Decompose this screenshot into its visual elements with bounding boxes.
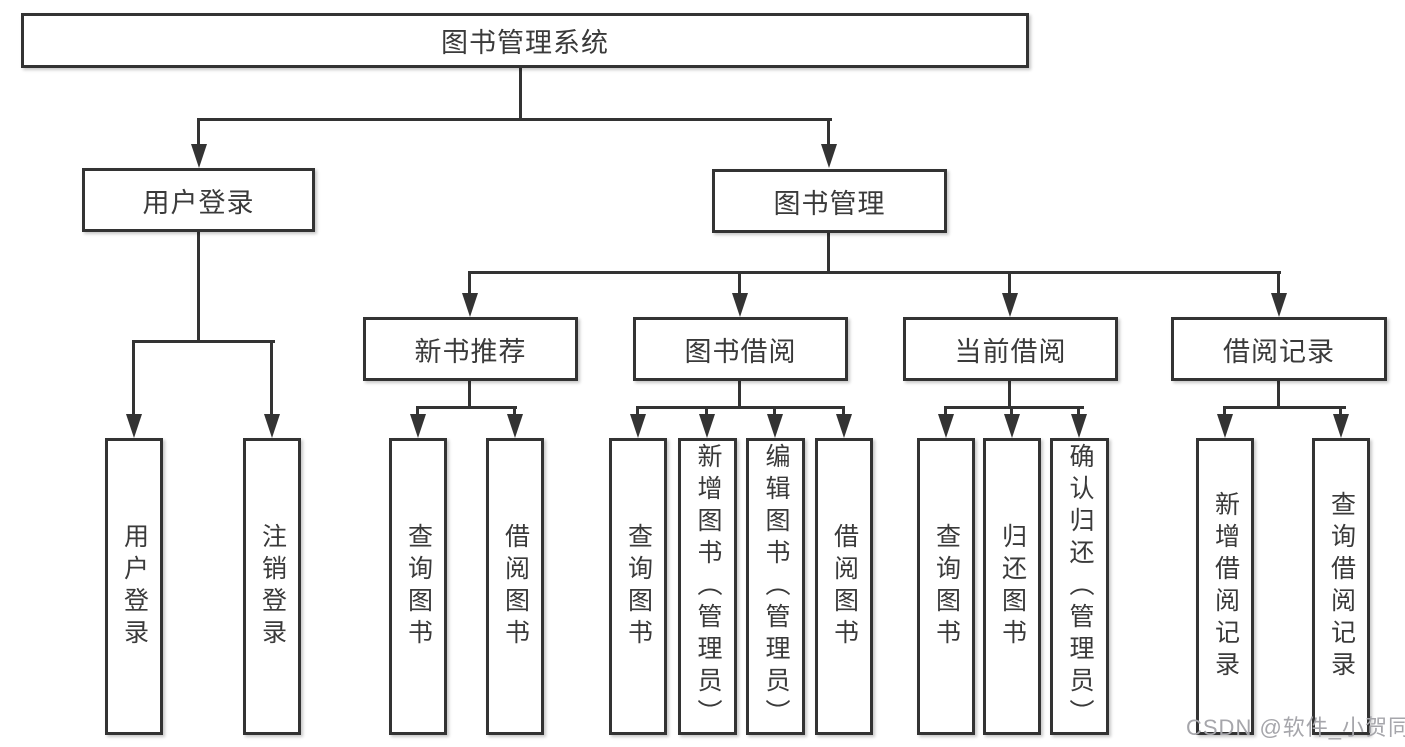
arrowhead — [767, 414, 783, 438]
leaf-label: 新增图书（管理员） — [694, 442, 722, 731]
leaf-add-books-admin: 新增图书（管理员） — [678, 438, 737, 735]
node-library-management-system: 图书管理系统 — [21, 13, 1029, 68]
connector-line — [1223, 406, 1226, 420]
leaf-add-borrow-record: 新增借阅记录 — [1196, 438, 1254, 735]
arrowhead — [1004, 414, 1020, 438]
arrowhead — [1071, 414, 1087, 438]
leaf-confirm-return-admin: 确认归还（管理员） — [1050, 438, 1109, 735]
connector-line — [197, 232, 200, 340]
leaf-label: 新增借阅记录 — [1211, 490, 1240, 683]
node-current-borrow: 当前借阅 — [903, 317, 1118, 381]
arrowhead — [410, 414, 426, 438]
node-label: 当前借阅 — [954, 336, 1067, 367]
connector-line — [636, 406, 639, 420]
leaf-return-books: 归还图书 — [983, 438, 1041, 735]
arrowhead — [126, 414, 142, 438]
arrowhead — [1217, 414, 1233, 438]
node-user-login: 用户登录 — [82, 168, 315, 232]
connector-line — [270, 340, 273, 420]
connector-line — [944, 406, 1084, 409]
connector-line — [197, 118, 832, 121]
connector-line — [468, 271, 1281, 274]
leaf-label: 确认归还（管理员） — [1066, 442, 1094, 731]
csdn-watermark: CSDN @软件_小贺同学 — [1186, 715, 1405, 740]
node-label: 用户登录 — [142, 187, 255, 218]
connector-line — [1008, 381, 1011, 406]
connector-line — [1010, 406, 1013, 420]
arrowhead — [821, 144, 837, 168]
node-label: 图书管理系统 — [441, 28, 609, 58]
arrowhead — [1271, 293, 1287, 317]
arrowhead — [264, 414, 280, 438]
arrowhead — [191, 144, 207, 168]
arrowhead — [507, 414, 523, 438]
connector-line — [132, 340, 135, 420]
arrowhead — [836, 414, 852, 438]
node-label: 图书借阅 — [684, 336, 797, 367]
leaf-label: 借阅图书 — [830, 522, 859, 651]
connector-line — [513, 406, 516, 420]
connector-line — [827, 118, 830, 150]
connector-line — [738, 381, 741, 406]
arrowhead — [699, 414, 715, 438]
connector-line — [1008, 271, 1011, 299]
connector-line — [468, 271, 471, 299]
connector-line — [773, 406, 776, 420]
arrowhead — [732, 293, 748, 317]
node-label: 借阅记录 — [1223, 336, 1335, 367]
leaf-query-borrow-record: 查询借阅记录 — [1312, 438, 1370, 735]
node-label: 新书推荐 — [414, 336, 527, 367]
connector-line — [636, 406, 845, 409]
connector-line — [827, 233, 830, 271]
leaf-borrow-books: 借阅图书 — [815, 438, 873, 735]
leaf-logout: 注销登录 — [243, 438, 301, 735]
connector-line — [132, 340, 275, 343]
node-book-borrow: 图书借阅 — [633, 317, 848, 381]
connector-line — [705, 406, 708, 420]
node-borrow-records: 借阅记录 — [1171, 317, 1387, 381]
leaf-query-books-recommend: 查询图书 — [389, 438, 447, 735]
connector-line — [738, 271, 741, 299]
connector-line — [1277, 271, 1280, 299]
leaf-label: 归还图书 — [998, 522, 1027, 651]
leaf-user-login: 用户登录 — [105, 438, 163, 735]
node-label: 图书管理 — [773, 188, 886, 219]
connector-line — [468, 381, 471, 406]
arrowhead — [462, 293, 478, 317]
connector-line — [842, 406, 845, 420]
leaf-label: 查询图书 — [404, 522, 433, 651]
leaf-edit-books-admin: 编辑图书（管理员） — [746, 438, 805, 735]
connector-line — [416, 406, 517, 409]
connector-line — [1339, 406, 1342, 420]
leaf-query-books-borrow: 查询图书 — [609, 438, 667, 735]
connector-line — [944, 406, 947, 420]
leaf-borrow-books-recommend: 借阅图书 — [486, 438, 544, 735]
connector-line — [1077, 406, 1080, 420]
leaf-label: 查询图书 — [932, 522, 961, 651]
node-new-book-recommend: 新书推荐 — [363, 317, 578, 381]
arrowhead — [630, 414, 646, 438]
connector-line — [197, 118, 200, 150]
arrowhead — [1002, 293, 1018, 317]
leaf-label: 查询图书 — [624, 522, 653, 651]
arrowhead — [1333, 414, 1349, 438]
connector-line — [1277, 381, 1280, 406]
leaf-label: 注销登录 — [258, 522, 287, 651]
arrowhead — [938, 414, 954, 438]
leaf-label: 编辑图书（管理员） — [762, 442, 790, 731]
connector-line — [519, 68, 522, 118]
connector-line — [416, 406, 419, 420]
leaf-label: 查询借阅记录 — [1327, 490, 1356, 683]
node-book-management: 图书管理 — [712, 169, 947, 233]
leaf-label: 用户登录 — [120, 522, 149, 651]
leaf-query-books-current: 查询图书 — [917, 438, 975, 735]
leaf-label: 借阅图书 — [501, 522, 530, 651]
connector-line — [1223, 406, 1346, 409]
